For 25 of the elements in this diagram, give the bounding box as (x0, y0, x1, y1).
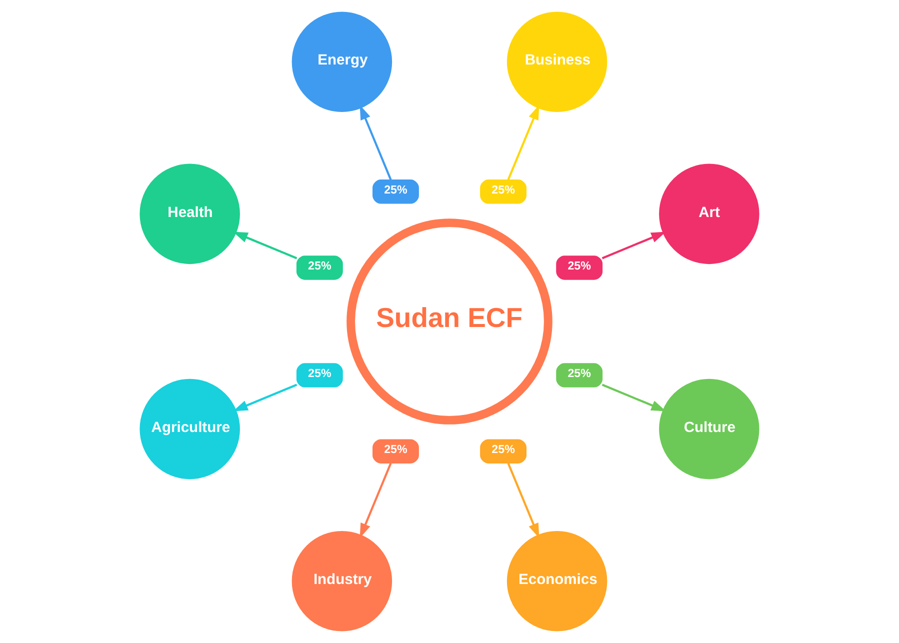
arrow (232, 384, 298, 412)
node-circle: Sudan ECF (346, 218, 552, 424)
arrow (360, 104, 392, 180)
arrow (232, 232, 298, 260)
node-box: 25% (296, 256, 343, 280)
node-circle: Energy (292, 12, 392, 112)
arrow (602, 384, 666, 412)
node-box: 25% (372, 180, 419, 204)
node-box: 25% (480, 439, 526, 464)
arrow (507, 104, 540, 180)
node-circle: Agriculture (140, 378, 240, 480)
node-box: 25% (372, 439, 419, 464)
node-circle: Business (506, 12, 608, 112)
node-circle: Industry (292, 531, 392, 632)
node-box: 25% (556, 256, 603, 280)
node-circle: Economics (506, 531, 608, 632)
arrow (507, 462, 540, 538)
arrow (602, 232, 666, 260)
node-box: 25% (296, 363, 343, 388)
node-circle: Health (140, 164, 240, 264)
arrow (360, 462, 392, 538)
node-circle: Art (659, 164, 760, 264)
node-box: 25% (480, 180, 526, 204)
node-box: 25% (556, 363, 603, 388)
node-circle: Culture (659, 378, 760, 480)
